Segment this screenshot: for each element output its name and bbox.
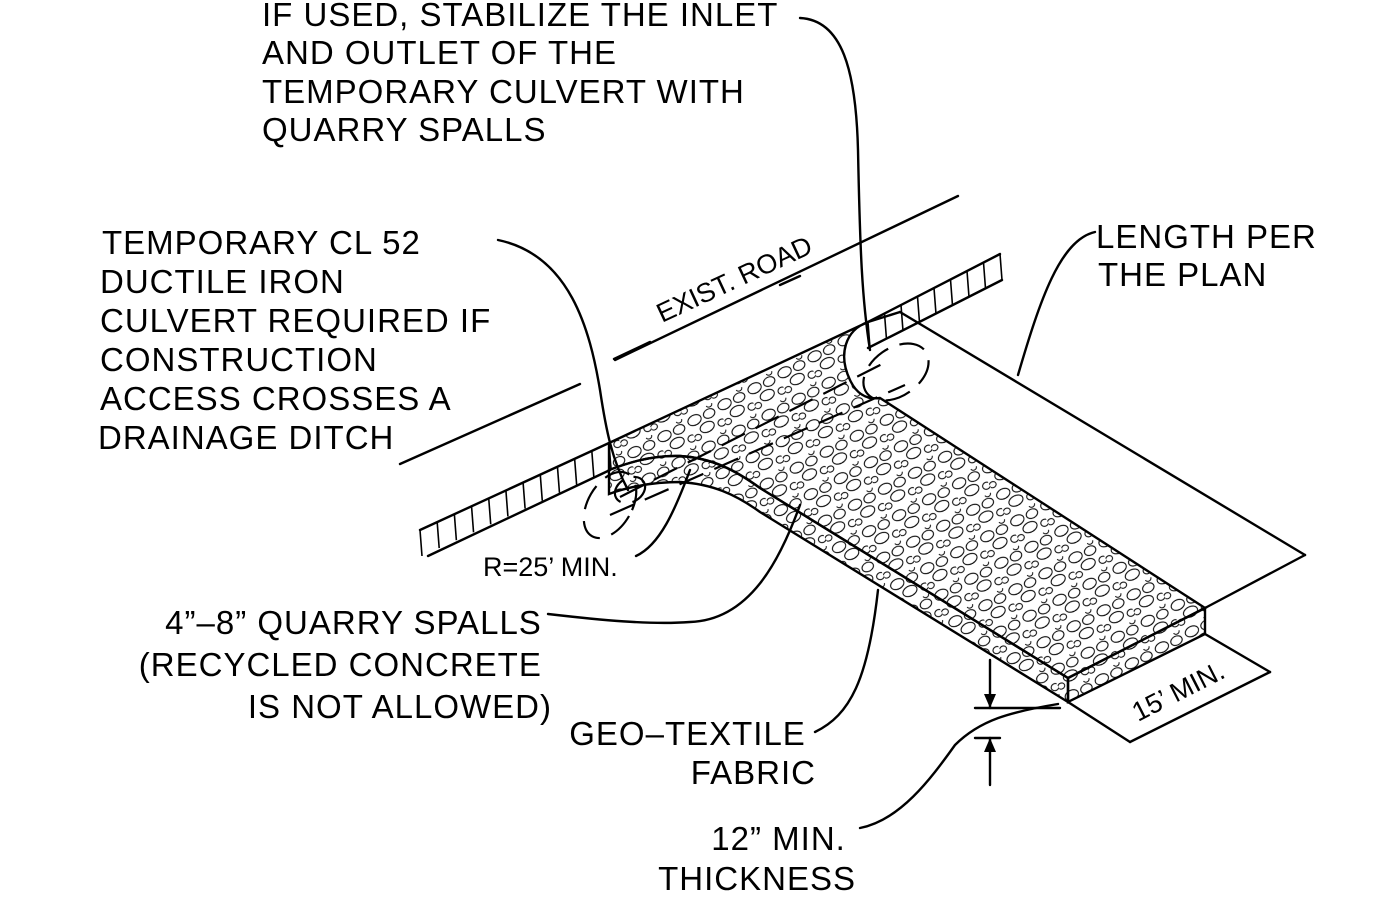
- note-inlet-outlet: IF USED, STABILIZE THE INLET AND OUTLET …: [262, 0, 788, 148]
- hatch-tick: [505, 490, 509, 517]
- hatch-tick: [539, 474, 544, 501]
- hatch-tick: [573, 458, 578, 485]
- label-radius: R=25’ MIN.: [483, 552, 618, 582]
- hatch-tick: [419, 529, 423, 557]
- width-dimension: [1066, 632, 1272, 744]
- geotextile-outline: [866, 310, 1307, 610]
- road-shoulder-hatching: [419, 253, 1004, 558]
- hatch-tick: [453, 514, 458, 541]
- hatch-tick: [487, 498, 492, 525]
- note-culvert-line1: TEMPORARY CL 52: [102, 224, 421, 261]
- leader-lines: [496, 16, 1097, 830]
- hatch-tick: [966, 270, 970, 298]
- note-inlet-outlet-line2: AND OUTLET OF THE: [262, 34, 617, 71]
- note-spalls: 4”–8” QUARRY SPALLS (RECYCLED CONCRETE I…: [139, 604, 552, 725]
- note-spalls-line1: 4”–8” QUARRY SPALLS: [165, 604, 542, 641]
- note-geotextile-line1: GEO–TEXTILE: [569, 715, 806, 752]
- spall-pad-top: [607, 320, 1208, 680]
- note-inlet-outlet-line4: QUARRY SPALLS: [262, 111, 546, 148]
- note-culvert-line4: CONSTRUCTION: [100, 341, 378, 378]
- hatch-tick: [982, 262, 987, 289]
- note-thickness: 12” MIN. THICKNESS: [658, 820, 856, 897]
- note-culvert-line5: ACCESS CROSSES A: [100, 380, 451, 417]
- note-inlet-outlet-line3: TEMPORARY CULVERT WITH: [262, 73, 745, 110]
- note-thickness-line1: 12” MIN.: [711, 820, 846, 857]
- temporary-culvert: [582, 342, 930, 540]
- note-culvert: TEMPORARY CL 52 DUCTILE IRON CULVERT REQ…: [98, 224, 501, 456]
- hatch-tick: [900, 304, 904, 332]
- note-culvert-line2: DUCTILE IRON: [100, 263, 345, 300]
- note-thickness-line2: THICKNESS: [658, 860, 856, 897]
- hatch-tick: [436, 522, 440, 549]
- existing-road: [398, 194, 1002, 532]
- note-spalls-line2: (RECYCLED CONCRETE: [139, 646, 542, 683]
- note-length: LENGTH PER THE PLAN: [1096, 218, 1327, 293]
- hatch-tick: [933, 287, 937, 315]
- hatch-tick: [522, 482, 526, 509]
- hatch-tick: [949, 279, 954, 306]
- note-geotextile-line2: FABRIC: [691, 754, 816, 791]
- note-geotextile: GEO–TEXTILE FABRIC: [569, 715, 816, 791]
- hatch-tick: [999, 253, 1003, 281]
- hatch-tick: [591, 450, 595, 477]
- note-culvert-line3: CULVERT REQUIRED IF: [100, 302, 491, 339]
- note-culvert-line6: DRAINAGE DITCH: [98, 419, 394, 456]
- hatch-tick: [470, 506, 475, 533]
- note-spalls-line3: IS NOT ALLOWED): [248, 688, 552, 725]
- hatch-tick: [556, 466, 561, 493]
- note-inlet-outlet-line1: IF USED, STABILIZE THE INLET: [262, 0, 778, 33]
- note-length-line2: THE PLAN: [1098, 256, 1267, 293]
- note-length-line1: LENGTH PER: [1096, 218, 1317, 255]
- hatch-tick: [916, 296, 921, 323]
- thickness-dimension: [973, 658, 1062, 787]
